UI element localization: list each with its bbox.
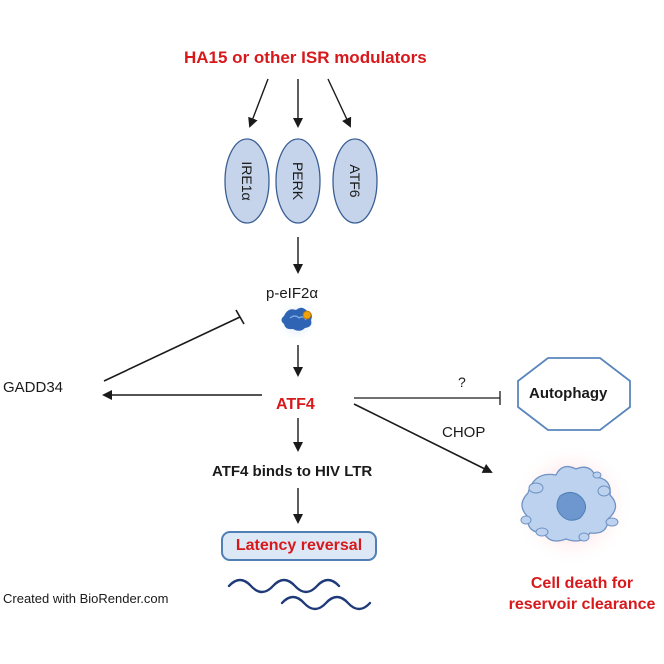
cell-death-line-2: reservoir clearance: [508, 596, 656, 613]
peif2a-protein-icon: [275, 299, 319, 343]
atf6-label: ATF6: [347, 164, 363, 198]
perk-oval: [275, 138, 321, 224]
autophagy-label: Autophagy: [529, 385, 608, 402]
latency-reversal-label: Latency reversal: [235, 537, 363, 554]
ire1a-oval: [224, 138, 270, 224]
arrow-title-to-atf6: [327, 78, 352, 128]
gadd34-label: GADD34: [3, 379, 64, 396]
cell-death-line-1: Cell death for: [530, 575, 634, 592]
perk-label: PERK: [290, 161, 306, 201]
rna-wave-top-icon: [227, 578, 341, 594]
unknown-inhibition-mark: ?: [458, 374, 466, 390]
latency-reversal-box: Latency reversal: [221, 531, 377, 561]
peif2a-label: p-eIF2α: [266, 285, 319, 302]
isr-modulators-title: HA15 or other ISR modulators: [184, 48, 427, 67]
atf4-label: ATF4: [276, 396, 315, 413]
chop-label: CHOP: [442, 424, 486, 441]
ire1a-label: IRE1α: [239, 161, 255, 201]
arrow-title-to-ire1a: [248, 78, 269, 128]
autophagy-octagon: [517, 357, 631, 431]
atf4-binds-hiv-ltr-label: ATF4 binds to HIV LTR: [212, 463, 373, 480]
cell-death-label: Cell death for reservoir clearance: [504, 573, 660, 615]
atf6-oval: [332, 138, 378, 224]
rna-wave-bottom-icon: [280, 595, 372, 611]
dying-cell-icon: [510, 443, 634, 567]
arrow-atf4-to-cell-death: [353, 403, 493, 473]
inhibit-gadd34-to-peif2a: [103, 316, 241, 382]
biorender-credit: Created with BioRender.com: [3, 591, 169, 606]
inhibit-bar-peif2a: [235, 309, 245, 325]
